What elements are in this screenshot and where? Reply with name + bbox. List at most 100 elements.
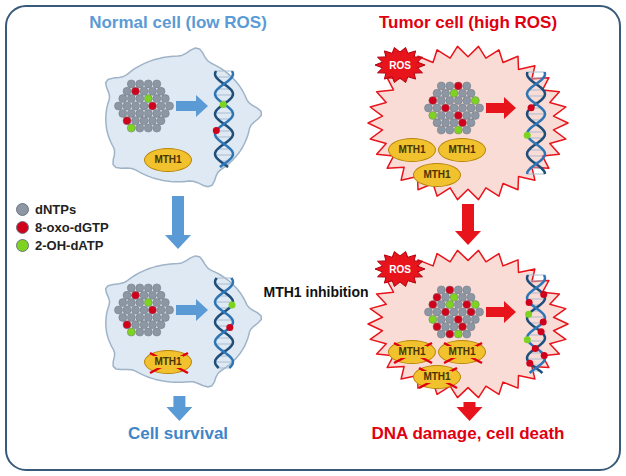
nucleotide-dot xyxy=(471,315,479,323)
nucleotide-dot xyxy=(132,102,140,110)
flow-arrow xyxy=(455,204,481,245)
damaged-nucleotide-dot xyxy=(220,101,227,108)
nucleotide-dot xyxy=(467,323,475,331)
nucleotide-dot xyxy=(463,97,471,105)
nucleotide-dot xyxy=(442,308,450,316)
nucleotide-dot xyxy=(140,291,148,299)
ros-label: ROS xyxy=(389,264,411,275)
cross-stroke xyxy=(419,368,457,388)
nucleotide-dot xyxy=(463,330,471,338)
nucleotide-dot xyxy=(433,323,441,331)
dna-rung xyxy=(527,174,545,175)
tumor-cell: ROSMTH1MTH1MTH1 xyxy=(366,248,570,400)
nucleotide-dot xyxy=(161,299,169,307)
cross-stroke xyxy=(419,368,457,388)
dna-rung xyxy=(215,284,232,285)
nucleotide-dot xyxy=(463,126,471,134)
nucleotide-dot xyxy=(127,328,135,336)
nucleotide-dot xyxy=(454,126,462,134)
enzyme-label: MTH1 xyxy=(153,356,182,368)
dna-rung xyxy=(527,114,545,115)
nucleotide-dot xyxy=(140,117,148,125)
nucleotide-dot xyxy=(149,321,157,329)
nucleotide-dot xyxy=(119,313,127,321)
damaged-nucleotide-dot xyxy=(540,319,547,326)
mth1-enzyme: MTH1 xyxy=(438,340,486,364)
nucleotide-dot xyxy=(132,321,140,329)
outcome-text: Cell survival xyxy=(128,424,231,444)
nucleotide-dot xyxy=(450,104,458,112)
nucleotide-dot xyxy=(437,97,445,105)
dna-strand xyxy=(215,278,233,368)
nucleotide-dot xyxy=(149,117,157,125)
dna-rung xyxy=(216,137,232,138)
nucleotide-dot xyxy=(127,313,135,321)
nucleotide-dot xyxy=(442,323,450,331)
nucleotide-dot xyxy=(149,306,157,314)
nucleotide-dot xyxy=(446,111,454,119)
nucleotide-dot xyxy=(437,301,445,309)
dna-rung xyxy=(528,281,544,282)
damaged-nucleotide-dot xyxy=(524,336,531,343)
normal-cell-outline xyxy=(106,256,262,387)
dna-rung xyxy=(219,368,230,369)
nucleotide-dot xyxy=(433,293,441,301)
legend: dNTPs8-oxo-dGTP2-OH-dATP xyxy=(16,202,109,256)
nucleotide-dot xyxy=(115,102,123,110)
outcome-label: Cell survival xyxy=(128,424,228,443)
nucleotide-dot xyxy=(153,109,161,117)
mth1-enzyme: MTH1 xyxy=(388,138,436,162)
nucleotide-dot xyxy=(127,109,135,117)
damaged-nucleotide-dot xyxy=(526,299,533,306)
cross-stroke xyxy=(150,353,188,373)
nucleotide-dot xyxy=(454,315,462,323)
legend-swatch xyxy=(16,203,29,216)
nucleotide-dot xyxy=(446,82,454,90)
nucleotide-dot xyxy=(446,301,454,309)
nucleotide-dot xyxy=(450,308,458,316)
nucleotide-dot xyxy=(471,111,479,119)
nucleotide-dot xyxy=(123,321,131,329)
cell-illustration xyxy=(92,44,264,194)
dna-rung xyxy=(529,150,544,151)
nucleotide-dot xyxy=(459,119,467,127)
nucleotide-dot xyxy=(467,308,475,316)
nucleotide-dot xyxy=(149,87,157,95)
nucleotide-dot xyxy=(429,301,437,309)
nucleotide-dot xyxy=(442,119,450,127)
nucleotide-dot xyxy=(157,321,165,329)
legend-swatch xyxy=(16,221,29,234)
nucleotide-dot xyxy=(442,104,450,112)
nucleotide-dot xyxy=(450,293,458,301)
cell-title: Normal cell (low ROS) xyxy=(52,13,304,33)
nucleotide-dot xyxy=(454,330,462,338)
nucleotide-dot xyxy=(463,286,471,294)
dna-rung xyxy=(529,90,544,91)
nucleotide-dot xyxy=(459,89,467,97)
nucleotide-dot xyxy=(157,102,165,110)
nucleotide-dot xyxy=(127,299,135,307)
ros-burst: ROS xyxy=(374,250,426,288)
nucleotide-dot xyxy=(446,315,454,323)
enzyme-label: MTH1 xyxy=(422,371,451,383)
damaged-nucleotide-dot xyxy=(213,127,220,134)
ros-star-shape xyxy=(375,48,425,83)
nucleotide-dot xyxy=(127,124,135,132)
dna-rung xyxy=(215,320,232,321)
normal-cell: Normal cell (low ROS)MTH1 xyxy=(92,44,264,194)
nucleotide-dot xyxy=(467,119,475,127)
nucleotide-dot xyxy=(144,328,152,336)
dna-rung xyxy=(529,78,544,79)
nucleotide-dot xyxy=(437,315,445,323)
nucleotide-dot xyxy=(467,89,475,97)
damaged-nucleotide-dot xyxy=(229,302,236,309)
nucleotide-dot xyxy=(123,117,131,125)
nucleotide-dot xyxy=(459,308,467,316)
dna-rung xyxy=(215,362,233,363)
nucleotide-dot xyxy=(153,313,161,321)
nucleotide-dot xyxy=(153,124,161,132)
nucleotide-dot xyxy=(161,95,169,103)
legend-label: 2-OH-dATP xyxy=(35,238,103,253)
nucleotide-dot xyxy=(446,97,454,105)
nucleotide-dot xyxy=(166,306,174,314)
